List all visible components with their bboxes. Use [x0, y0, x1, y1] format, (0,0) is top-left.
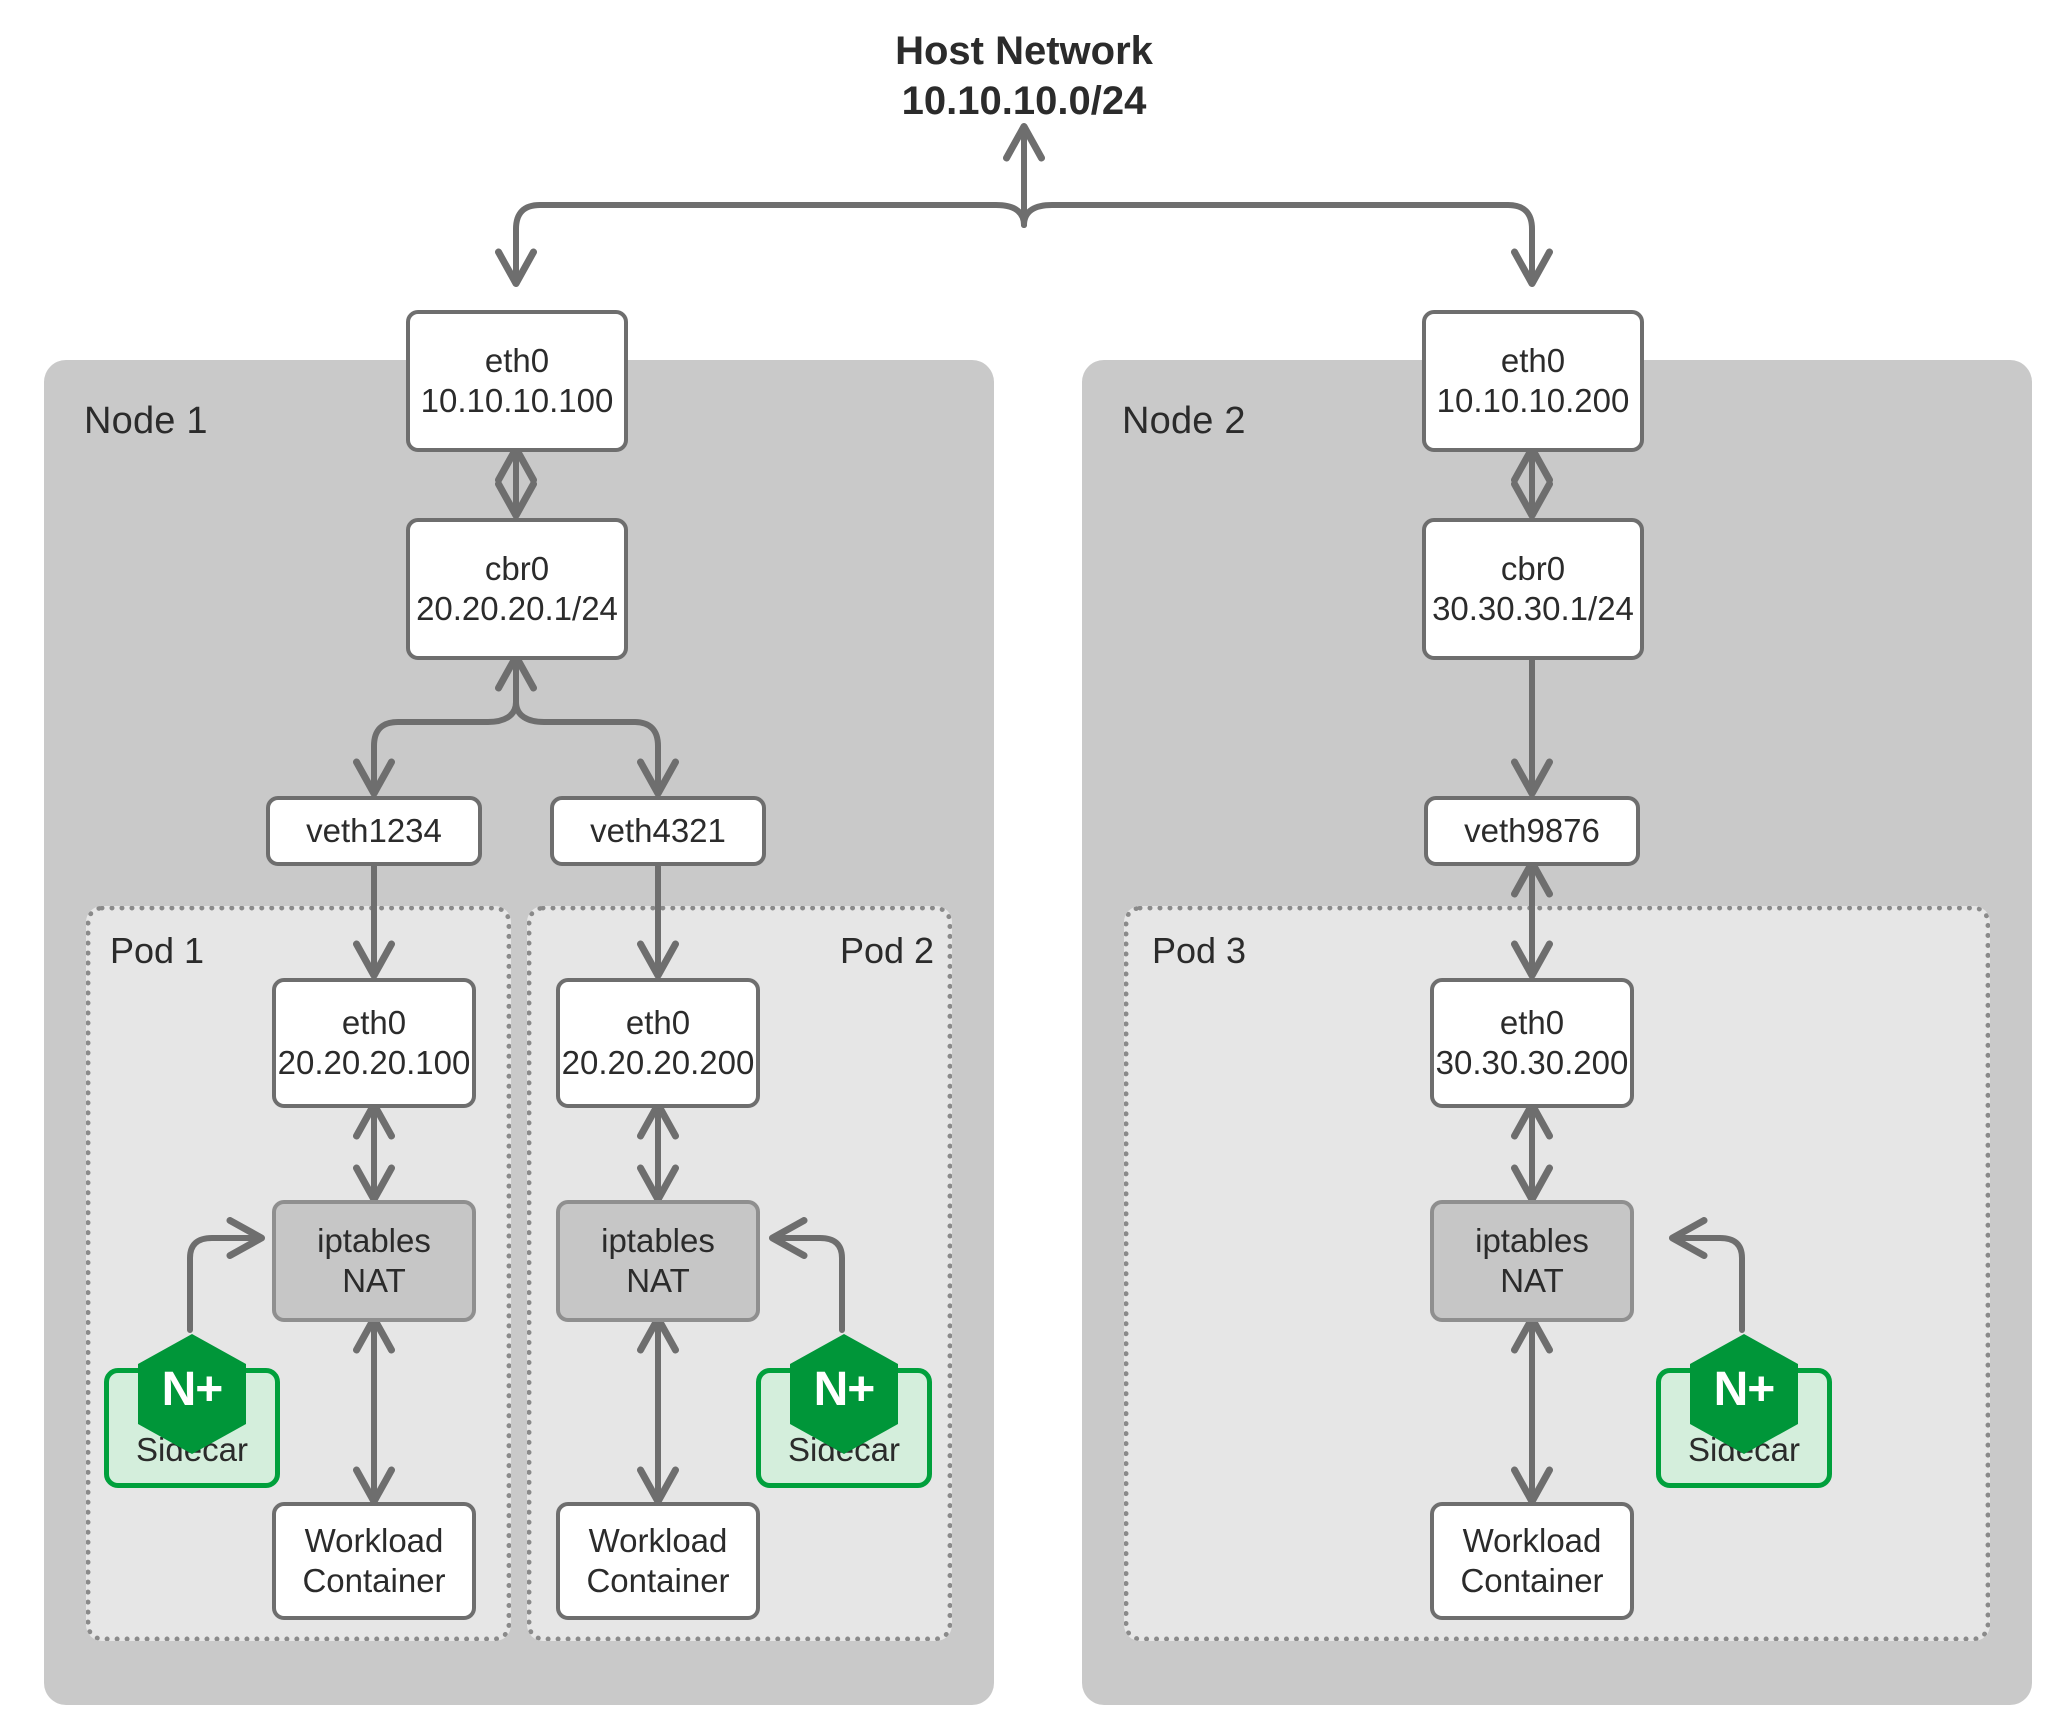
pod-2-iptables-line1: iptables — [601, 1221, 715, 1259]
pod-1-iptables-line2: NAT — [342, 1262, 406, 1299]
pod-2-nginx-plus-icon: N+ — [790, 1334, 898, 1454]
pod-1-nginx-plus-badge-text: N+ — [161, 1363, 224, 1416]
pod-1-iptables-line1: iptables — [317, 1221, 431, 1259]
node-2-eth0-name: eth0 — [1500, 341, 1566, 379]
pod-2-iptables-nat-box[interactable]: iptables NAT — [556, 1200, 760, 1322]
pod-2-eth0-name: eth0 — [625, 1003, 691, 1041]
pod-1-label: Pod 1 — [110, 930, 205, 971]
pod-2-eth0-box[interactable]: eth0 20.20.20.200 — [556, 978, 760, 1108]
node-2-eth0-ip: 10.10.10.200 — [1436, 382, 1630, 419]
pod-1-nginx-plus-icon: N+ — [138, 1334, 246, 1454]
pod-2-workload-container-box[interactable]: Workload Container — [556, 1502, 760, 1620]
pod-3-nginx-plus-icon: N+ — [1690, 1334, 1798, 1454]
host-network-name: Host Network — [895, 29, 1153, 73]
pod-3-workload-line1: Workload — [1462, 1521, 1602, 1559]
pod-1-workload-line1: Workload — [304, 1521, 444, 1559]
host-network-cidr: 10.10.10.0/24 — [901, 79, 1147, 123]
veth4321-label: veth4321 — [590, 811, 726, 849]
node-2-cbr0-box[interactable]: cbr0 30.30.30.1/24 — [1422, 518, 1644, 660]
pod-3-nginx-plus-badge-text: N+ — [1713, 1363, 1776, 1416]
node-2-cbr0-ip: 30.30.30.1/24 — [1432, 590, 1634, 627]
pod-2-nginx-plus-badge-text: N+ — [813, 1363, 876, 1416]
veth1234-label: veth1234 — [306, 811, 442, 849]
pod-3-workload-container-box[interactable]: Workload Container — [1430, 1502, 1634, 1620]
pod-3-label: Pod 3 — [1152, 930, 1247, 971]
pod-2-workload-line2: Container — [586, 1562, 730, 1599]
veth9876-label: veth9876 — [1464, 811, 1600, 849]
veth9876-box[interactable]: veth9876 — [1424, 796, 1640, 866]
pod-2-workload-line1: Workload — [588, 1521, 728, 1559]
node-1-cbr0-name: cbr0 — [484, 549, 550, 587]
pod-1-eth0-name: eth0 — [341, 1003, 407, 1041]
node-1-eth0-ip: 10.10.10.100 — [420, 382, 614, 419]
pod-3-eth0-box[interactable]: eth0 30.30.30.200 — [1430, 978, 1634, 1108]
pod-2-eth0-ip: 20.20.20.200 — [561, 1044, 755, 1081]
pod-3-workload-line2: Container — [1460, 1562, 1604, 1599]
node-1-cbr0-box[interactable]: cbr0 20.20.20.1/24 — [406, 518, 628, 660]
node-2-label: Node 2 — [1122, 400, 1246, 442]
veth1234-box[interactable]: veth1234 — [266, 796, 482, 866]
node-2-cbr0-name: cbr0 — [1500, 549, 1566, 587]
pod-1-iptables-nat-box[interactable]: iptables NAT — [272, 1200, 476, 1322]
pod-3-iptables-line1: iptables — [1475, 1221, 1589, 1259]
pod-1-workload-container-box[interactable]: Workload Container — [272, 1502, 476, 1620]
pod-1-eth0-box[interactable]: eth0 20.20.20.100 — [272, 978, 476, 1108]
pod-3-iptables-nat-box[interactable]: iptables NAT — [1430, 1200, 1634, 1322]
pod-2-iptables-line2: NAT — [626, 1262, 690, 1299]
node-1-eth0-box[interactable]: eth0 10.10.10.100 — [406, 310, 628, 452]
node-1-cbr0-ip: 20.20.20.1/24 — [416, 590, 618, 627]
pod-3-iptables-line2: NAT — [1500, 1262, 1564, 1299]
node-2-eth0-box[interactable]: eth0 10.10.10.200 — [1422, 310, 1644, 452]
pod-3-eth0-name: eth0 — [1499, 1003, 1565, 1041]
pod-3-eth0-ip: 30.30.30.200 — [1435, 1044, 1629, 1081]
host-network-title: Host Network 10.10.10.0/24 — [774, 26, 1274, 126]
pod-1-workload-line2: Container — [302, 1562, 446, 1599]
node-1-eth0-name: eth0 — [484, 341, 550, 379]
veth4321-box[interactable]: veth4321 — [550, 796, 766, 866]
node-1-label: Node 1 — [84, 400, 208, 442]
pod-1-eth0-ip: 20.20.20.100 — [277, 1044, 471, 1081]
pod-2-label: Pod 2 — [840, 930, 935, 971]
